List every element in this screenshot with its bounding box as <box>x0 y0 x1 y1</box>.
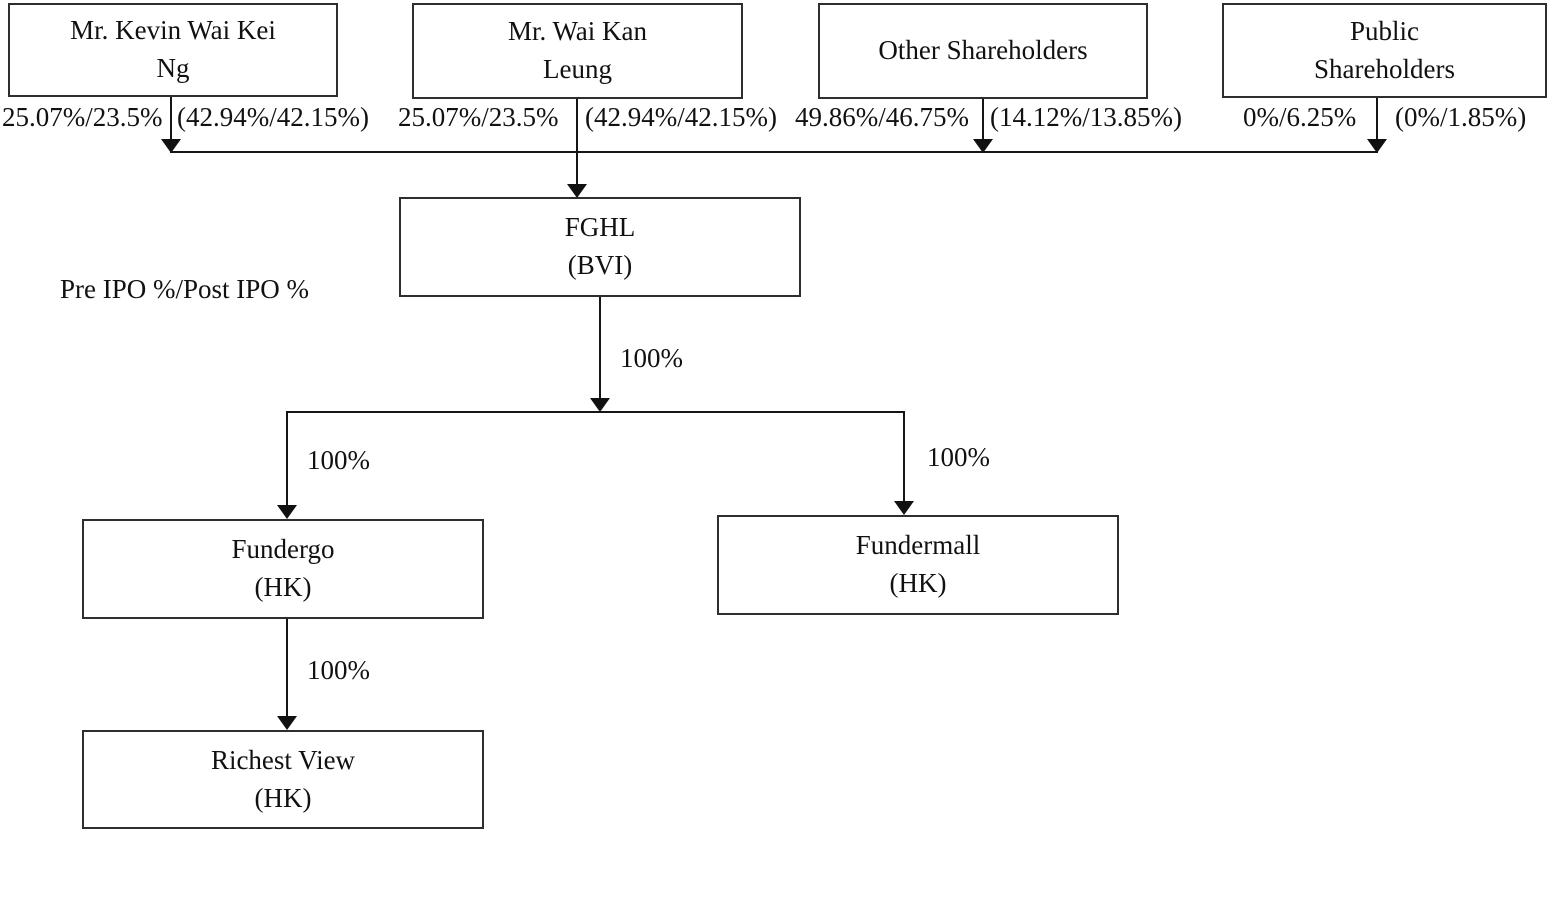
connector-mid-bus <box>286 411 905 413</box>
company-label: Fundermall (HK) <box>855 530 981 598</box>
company-label: FGHL (BVI) <box>564 212 636 280</box>
arrowhead-kevin-ng <box>161 139 181 153</box>
shareholder-box-wai-kan-leung: Mr. Wai Kan Leung <box>412 3 743 99</box>
arrowhead-into-fundergo <box>277 505 297 519</box>
pct-paren-label-other-shareholders: (14.12%/13.85%) <box>990 102 1182 132</box>
company-box-fundergo: Fundergo (HK) <box>82 519 484 619</box>
edge-label-fghl-100: 100% <box>620 343 683 373</box>
connector-richest-view-drop <box>286 619 288 717</box>
edge-label-richest-view-100: 100% <box>307 655 370 685</box>
connector-fghl-drop <box>599 297 601 399</box>
connector-other-shareholders-drop <box>982 99 984 140</box>
shareholder-name: Mr. Kevin Wai Kei Ng <box>70 15 276 83</box>
arrowhead-into-fghl <box>567 184 587 198</box>
edge-label-fundermall-100: 100% <box>927 442 990 472</box>
shareholder-name: Other Shareholders <box>878 35 1088 66</box>
arrowhead-other-shareholders <box>973 139 993 153</box>
connector-public-shareholders-drop <box>1376 98 1378 140</box>
connector-wai-kan-leung-drop <box>576 99 578 185</box>
arrowhead-into-richest-view <box>277 716 297 730</box>
shareholder-box-kevin-ng: Mr. Kevin Wai Kei Ng <box>8 3 338 97</box>
pct-label-wai-kan-leung: 25.07%/23.5% <box>398 102 559 132</box>
shareholder-box-other-shareholders: Other Shareholders <box>818 3 1148 99</box>
company-box-fundermall: Fundermall (HK) <box>717 515 1119 615</box>
edge-label-fundergo-100: 100% <box>307 445 370 475</box>
arrowhead-fghl-drop <box>590 398 610 412</box>
arrowhead-public-shareholders <box>1367 139 1387 153</box>
arrowhead-into-fundermall <box>894 501 914 515</box>
pct-paren-label-wai-kan-leung: (42.94%/42.15%) <box>585 102 777 132</box>
legend-pre-post-ipo: Pre IPO %/Post IPO % <box>60 274 310 304</box>
connector-fundergo-drop <box>286 411 288 506</box>
company-label: Fundergo (HK) <box>231 534 335 602</box>
shareholder-name: Public Shareholders <box>1314 15 1455 84</box>
company-label: Richest View (HK) <box>210 744 356 813</box>
connector-fundermall-drop <box>903 411 905 502</box>
pct-paren-label-public-shareholders: (0%/1.85%) <box>1395 102 1527 132</box>
connector-kevin-ng-drop <box>170 97 172 140</box>
company-box-richest-view: Richest View (HK) <box>82 730 484 829</box>
pct-paren-label-kevin-ng: (42.94%/42.15%) <box>177 102 369 132</box>
pct-label-other-shareholders: 49.86%/46.75% <box>795 102 969 132</box>
shareholder-name: Mr. Wai Kan Leung <box>507 16 648 84</box>
connector-top-bus <box>170 151 1378 153</box>
company-box-fghl: FGHL (BVI) <box>399 197 801 297</box>
shareholder-box-public-shareholders: Public Shareholders <box>1222 3 1547 98</box>
pct-label-kevin-ng: 25.07%/23.5% <box>2 102 163 132</box>
pct-label-public-shareholders: 0%/6.25% <box>1243 102 1357 132</box>
